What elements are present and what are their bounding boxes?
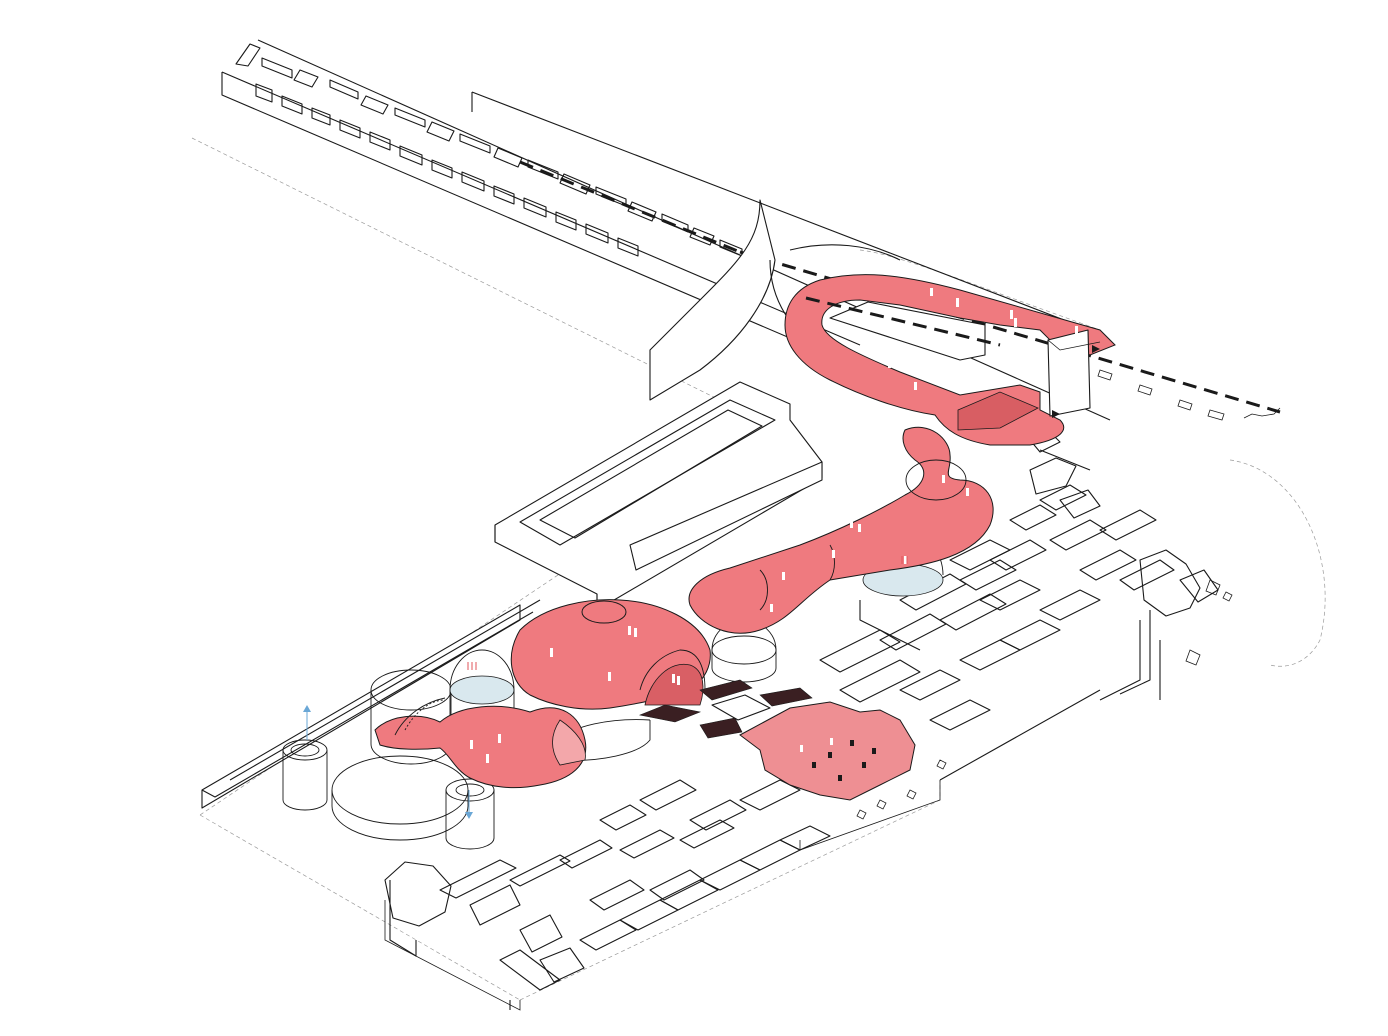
people-figures	[467, 288, 1078, 781]
lower-floor-plan	[384, 369, 1281, 1011]
cylinder-volumes	[282, 529, 944, 850]
spiral-stair	[394, 697, 446, 736]
upper-wing-plan	[221, 39, 1281, 421]
long-walkway	[201, 599, 541, 809]
route-pavilion-floor	[739, 701, 916, 801]
red-route	[374, 274, 1116, 801]
vertical-arrows	[303, 705, 473, 819]
courtyard-block	[494, 381, 823, 611]
arrow-up-icon	[303, 705, 311, 740]
route-lower-blob	[374, 705, 587, 789]
person-figure-icon	[470, 288, 1078, 763]
route-serpentine	[688, 426, 994, 634]
arrow-down-icon	[465, 790, 473, 819]
